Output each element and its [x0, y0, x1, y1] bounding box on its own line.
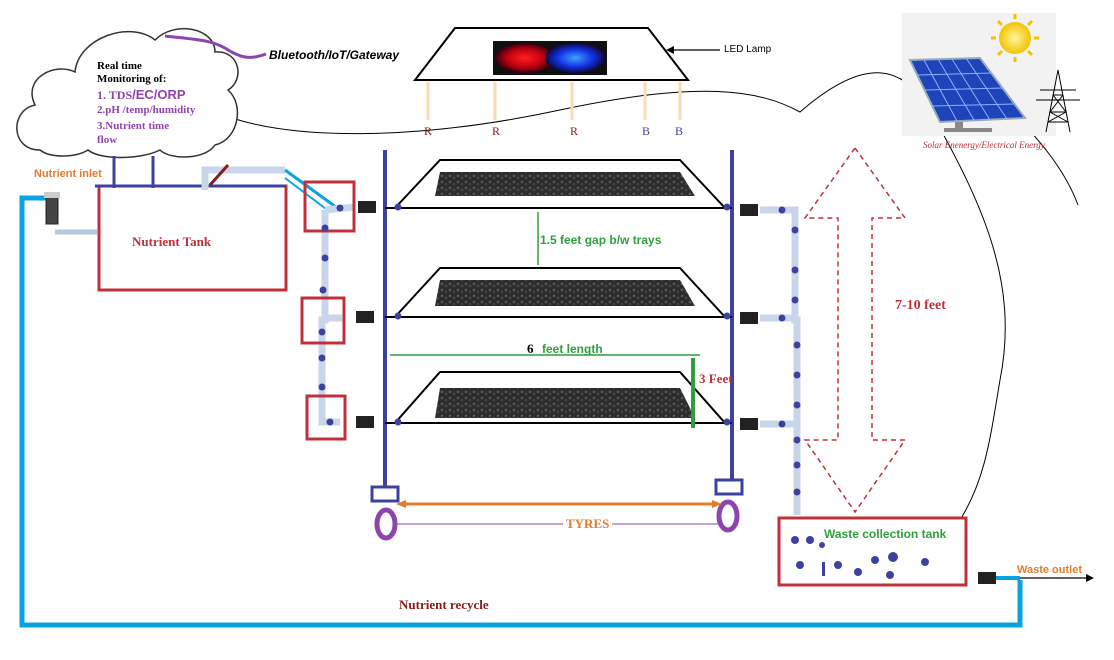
led-r-3: R — [570, 124, 579, 138]
solar-panel-image — [902, 13, 1080, 136]
cloud-item3b: flow — [97, 134, 118, 146]
waste-tank-label: Waste collection tank — [824, 527, 947, 541]
cloud-monitoring — [16, 27, 239, 159]
tray-sensors — [356, 201, 996, 584]
height-double-arrow — [803, 146, 907, 514]
nutrient-tank — [97, 184, 288, 292]
rack-frame — [370, 150, 744, 541]
cloud-item1-text: 1. TDS — [97, 88, 133, 102]
bluetooth-link-line — [164, 34, 267, 59]
tray-3 — [385, 371, 732, 424]
waste-outlet-label: Waste outlet — [1017, 564, 1082, 576]
bluetooth-label: Bluetooth/IoT/Gateway — [269, 48, 400, 62]
right-drain-pipe — [760, 206, 801, 515]
inlet-pump — [44, 192, 97, 235]
led-lamp-label: LED Lamp — [724, 44, 772, 55]
valve-box-3 — [305, 394, 347, 441]
left-distribution-pipe — [318, 203, 356, 426]
led-lamp-arrowhead — [666, 46, 674, 54]
waste-outlet-arrowhead — [1086, 574, 1094, 582]
tray-1 — [385, 159, 732, 209]
cloud-item2: 2.pH /temp/humidity — [97, 104, 196, 116]
cloud-line1: Real time — [97, 60, 142, 72]
power-cable-curve — [231, 72, 1006, 521]
nutrient-recycle-label: Nutrient recycle — [399, 597, 489, 612]
length-num: 6 — [527, 341, 534, 356]
gap-label: 1.5 feet gap b/w trays — [540, 233, 662, 247]
waste-collection-tank — [777, 516, 968, 587]
tray-2 — [385, 267, 732, 318]
flow-dots — [318, 203, 801, 496]
cloud-item1: 1. TDS/EC/ORP — [97, 88, 186, 102]
cloud-line2: Monitoring of: — [97, 73, 167, 85]
waste-particles — [791, 536, 929, 579]
valve-box-1 — [303, 180, 356, 233]
feed-pipe — [201, 163, 341, 213]
led-lamp — [412, 27, 691, 120]
led-r-2: R — [492, 124, 501, 138]
cloud-item3: 3.Nutrient time — [97, 120, 170, 132]
length-label: feet length — [542, 342, 603, 356]
height-label: 7-10 feet — [895, 298, 946, 313]
nutrient-recycle-pipe — [19, 195, 1023, 628]
tray-height-label: 3 Feet — [699, 371, 733, 386]
nutrient-tank-label: Nutrient Tank — [132, 234, 212, 249]
led-b-2: B — [675, 124, 684, 138]
tyres-label: TYRES — [563, 516, 613, 532]
valve-box-2 — [300, 296, 346, 345]
led-r-1: R — [424, 124, 433, 138]
led-b-1: B — [642, 124, 651, 138]
solar-label: Solar Enenergy/Electrical Energy — [923, 140, 1045, 150]
nutrient-inlet-label: Nutrient inlet — [34, 168, 102, 180]
cloud-item1b-text: /EC/ORP — [132, 87, 186, 102]
